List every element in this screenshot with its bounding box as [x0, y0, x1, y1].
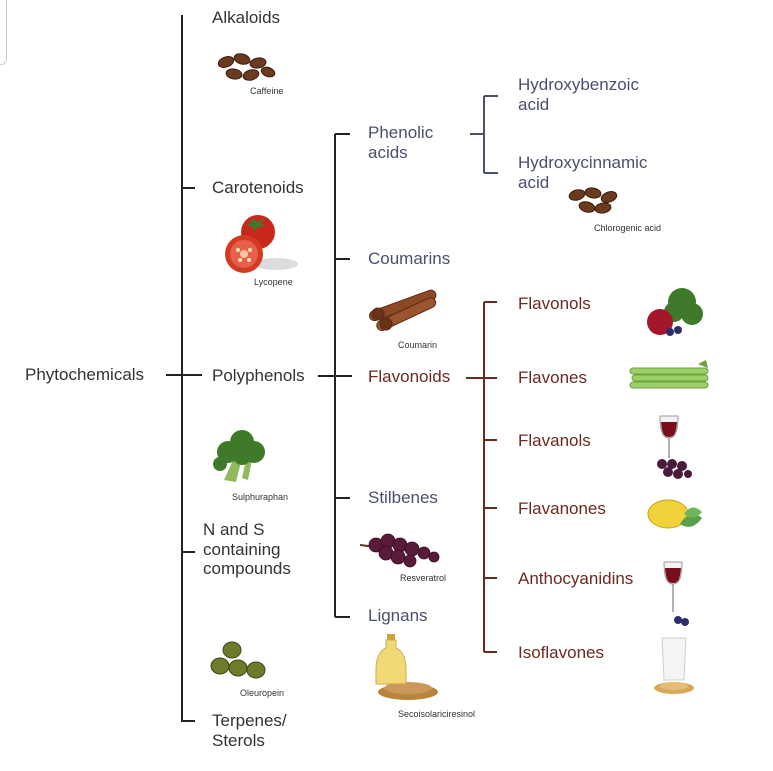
celery-icon — [629, 360, 709, 389]
node-phytochemicals: Phytochemicals — [25, 365, 145, 384]
node-terpenes-sterols: Terpenes/ Sterols — [212, 711, 287, 750]
cinnamon-icon — [369, 289, 437, 331]
olives-icon — [210, 641, 266, 679]
node-hydroxybenzoic-acid: Hydroxybenzoic acid — [518, 75, 639, 114]
flax-oil-icon — [375, 634, 438, 700]
node-isoflavones: Isoflavones — [518, 643, 604, 662]
example-resveratrol: Resveratrol — [400, 573, 447, 583]
tomato-icon — [225, 215, 298, 273]
grapes-icon — [359, 533, 440, 568]
example-chlorogenic-acid: Chlorogenic acid — [594, 223, 662, 233]
node-anthocyanidins: Anthocyanidins — [518, 569, 634, 588]
wine-glass-icon — [657, 415, 692, 479]
node-alkaloids: Alkaloids — [212, 8, 281, 27]
node-stilbenes: Stilbenes — [368, 488, 438, 507]
example-caffeine: Caffeine — [250, 86, 284, 96]
example-sulphuraphan: Sulphuraphan — [232, 492, 289, 502]
example-lycopene: Lycopene — [254, 277, 293, 287]
node-flavanols: Flavanols — [518, 431, 591, 450]
node-phenolic-acids: Phenolic acids — [368, 123, 434, 162]
wine-glass-icon — [663, 561, 689, 626]
node-flavanones: Flavanones — [518, 499, 606, 518]
node-hydroxycinnamic-acid: Hydroxycinnamic acid — [518, 153, 648, 192]
node-lignans: Lignans — [368, 606, 428, 625]
node-polyphenols: Polyphenols — [212, 366, 305, 385]
node-coumarins: Coumarins — [368, 249, 451, 268]
coffee-beans-icon — [217, 53, 276, 81]
node-n-s-compounds: N and S containing compounds — [203, 520, 291, 579]
node-flavonoids: Flavonoids — [368, 367, 451, 386]
example-oleuropein: Oleuropein — [240, 688, 285, 698]
example-secoisolariciresinol: Secoisolariciresinol — [398, 709, 476, 719]
soy-milk-icon — [654, 637, 694, 694]
broccoli-icon — [213, 430, 265, 482]
example-coumarin: Coumarin — [398, 340, 438, 350]
apple-kale-icon — [647, 288, 703, 336]
coffee-beans-icon — [568, 187, 618, 214]
node-flavones: Flavones — [518, 368, 587, 387]
node-carotenoids: Carotenoids — [212, 178, 304, 197]
lemon-icon — [647, 499, 702, 529]
node-flavonols: Flavonols — [518, 294, 591, 313]
